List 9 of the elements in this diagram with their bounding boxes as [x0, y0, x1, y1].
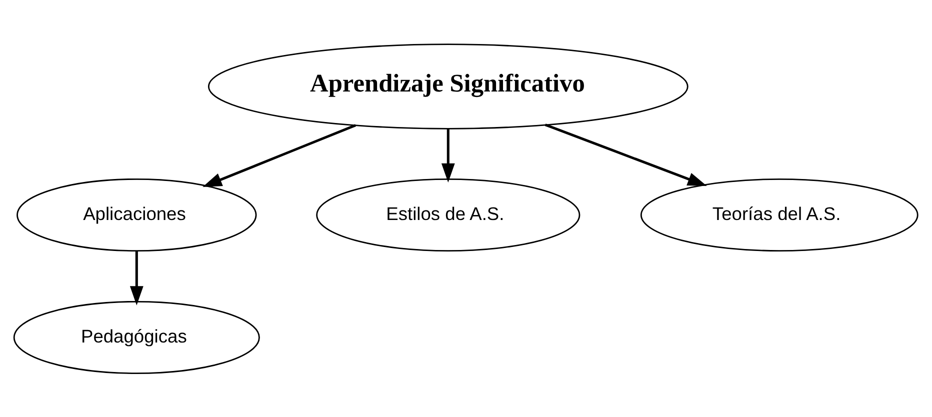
- arrow: [441, 128, 455, 182]
- node-ellipse: Aplicaciones: [16, 178, 257, 251]
- arrow: [130, 250, 144, 305]
- arrow: [544, 123, 707, 186]
- node-ellipse: Teorías del A.S.: [640, 178, 918, 251]
- node-ellipse: Pedagógicas: [13, 300, 260, 374]
- arrow: [202, 124, 356, 186]
- node-ellipse: Estilos de A.S.: [316, 178, 580, 251]
- node-ellipse: Aprendizaje Significativo: [208, 43, 688, 129]
